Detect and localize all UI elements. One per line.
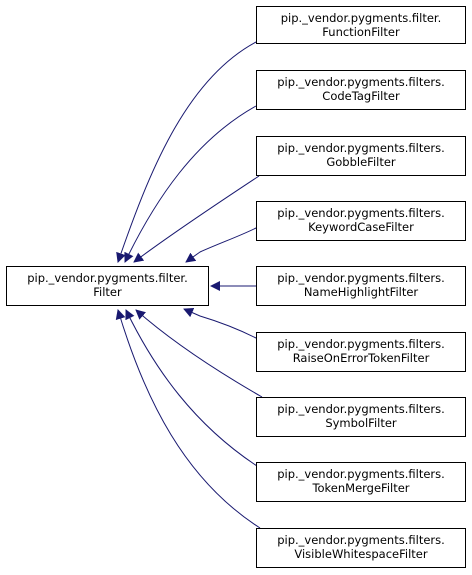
node-filter-base-line1: pip._vendor.pygments.filter. [27,271,188,285]
node-keywordcase-filter-line2: KeywordCaseFilter [308,220,414,234]
node-keywordcase-filter-line1: pip._vendor.pygments.filters. [277,206,445,220]
edge-gobble-filter [133,175,260,263]
node-function-filter-line1: pip._vendor.pygments.filter. [280,11,442,25]
node-raiseonerrortoken-filter-line2: RaiseOnErrorTokenFilter [292,351,430,365]
node-symbol-filter-line2: SymbolFilter [325,416,397,430]
node-tokenmerge-filter-line2: TokenMergeFilter [312,481,410,495]
node-namehighlight-filter-line1: pip._vendor.pygments.filters. [277,271,445,285]
edge-visiblewhitespace-filter [115,309,261,529]
node-filter-base-line2: Filter [93,285,122,299]
node-codetag-filter-line1: pip._vendor.pygments.filters. [277,75,445,89]
node-visiblewhitespace-filter-line2: VisibleWhitespaceFilter [294,547,428,561]
node-namehighlight-filter[interactable]: pip._vendor.pygments.filters. NameHighli… [256,266,466,306]
node-symbol-filter[interactable]: pip._vendor.pygments.filters. SymbolFilt… [256,397,466,437]
node-filter-base[interactable]: pip._vendor.pygments.filter. Filter [6,266,209,306]
node-gobble-filter-line2: GobbleFilter [326,155,396,169]
edge-raiseonerrortoken-filter [183,308,257,339]
node-symbol-filter-line1: pip._vendor.pygments.filters. [277,402,445,416]
node-gobble-filter[interactable]: pip._vendor.pygments.filters. GobbleFilt… [256,136,466,176]
node-namehighlight-filter-line2: NameHighlightFilter [303,285,419,299]
edge-function-filter [116,41,257,263]
node-function-filter[interactable]: pip._vendor.pygments.filter. FunctionFil… [256,6,466,44]
node-function-filter-line2: FunctionFilter [322,25,400,39]
edge-codetag-filter [124,105,257,263]
node-tokenmerge-filter-line1: pip._vendor.pygments.filters. [277,467,445,481]
node-visiblewhitespace-filter-line1: pip._vendor.pygments.filters. [277,533,445,547]
node-gobble-filter-line1: pip._vendor.pygments.filters. [277,141,445,155]
edge-keywordcase-filter [185,227,257,263]
edge-symbol-filter [135,309,263,398]
node-keywordcase-filter[interactable]: pip._vendor.pygments.filters. KeywordCas… [256,201,466,241]
node-raiseonerrortoken-filter[interactable]: pip._vendor.pygments.filters. RaiseOnErr… [256,332,466,372]
edge-tokenmerge-filter [125,309,258,467]
node-codetag-filter[interactable]: pip._vendor.pygments.filters. CodeTagFil… [256,70,466,110]
node-visiblewhitespace-filter[interactable]: pip._vendor.pygments.filters. VisibleWhi… [256,528,466,568]
node-tokenmerge-filter[interactable]: pip._vendor.pygments.filters. TokenMerge… [256,462,466,502]
node-codetag-filter-line2: CodeTagFilter [322,89,400,103]
node-raiseonerrortoken-filter-line1: pip._vendor.pygments.filters. [277,337,445,351]
